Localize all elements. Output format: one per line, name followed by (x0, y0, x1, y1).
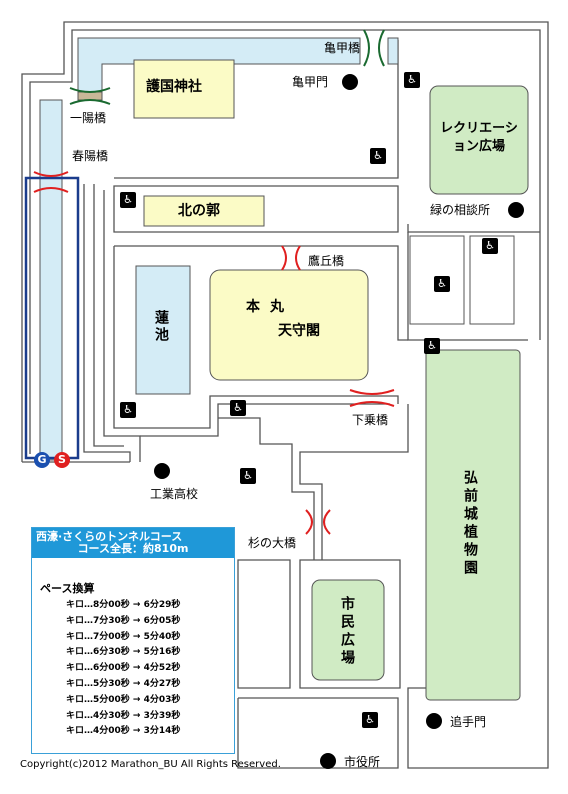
kita-no-kuruwa-area (143, 195, 265, 227)
kogyo-high-school-marker (154, 463, 170, 479)
copyright-text: Copyright(c)2012 Marathon_BU All Rights … (20, 759, 281, 770)
toilet-icon: ♿ (230, 400, 246, 416)
kita-no-kuruwa-label: 北の郭 (178, 203, 220, 219)
bridge-marks (33, 171, 395, 535)
shunyo-bridge-label: 春陽橋 (72, 149, 109, 163)
toilet-icon: ♿ (424, 338, 440, 354)
honmaru-area (209, 269, 369, 381)
gokoku-shrine-label: 護国神社 (146, 79, 202, 95)
course-info-panel: 西濠·さくらのトンネルコース コース全長：約810m ペース換算 キロ…8分00… (31, 527, 235, 754)
hasu-pond-label: 蓮池 (153, 310, 169, 344)
moat (39, 37, 399, 461)
ichiyo-bridge-label: 一陽橋 (70, 111, 107, 125)
pace-row: キロ…4分00秒 → 3分14秒 (66, 726, 181, 737)
sugi-no-ohashi-label: 杉の大橋 (248, 536, 297, 550)
course-length: コース全長：約810m (77, 542, 189, 555)
toilet-icon: ♿ (120, 192, 136, 208)
pace-row: キロ…5分00秒 → 4分03秒 (66, 694, 181, 705)
honmaru-label: 本丸 (246, 299, 294, 315)
pace-row: キロ…7分30秒 → 6分05秒 (66, 615, 181, 626)
takaoka-bridge-label: 鷹丘橋 (308, 254, 345, 268)
road-outlines (21, 21, 549, 769)
gejo-bridge-label: 下乗橋 (352, 413, 389, 427)
toilet-icon: ♿ (404, 72, 420, 88)
shimin-plaza-area (311, 579, 385, 681)
pace-row: キロ…6分00秒 → 4分52秒 (66, 663, 181, 674)
goal-marker: G (34, 452, 50, 468)
pace-row: キロ…5分30秒 → 4分27秒 (66, 678, 181, 689)
oute-gate-label: 追手門 (450, 715, 487, 729)
pace-header: ペース換算 (40, 582, 95, 595)
toilet-icon: ♿ (120, 402, 136, 418)
recreation-plaza-label: レクリエーション広場 (440, 121, 518, 154)
kamenoko-gate-marker (342, 74, 358, 90)
course-title: 西濠·さくらのトンネルコース (36, 530, 183, 543)
midori-sodansho-label: 緑の相談所 (430, 203, 491, 217)
recreation-plaza-area (429, 85, 529, 195)
city-hall-label: 市役所 (344, 755, 381, 769)
tenshukaku-label: 天守閣 (278, 323, 320, 339)
hasu-pond-area (135, 265, 191, 395)
course-line (24, 176, 80, 460)
oute-gate-marker (426, 713, 442, 729)
course-info-header: 西濠·さくらのトンネルコース コース全長：約810m (32, 528, 234, 558)
kamenoko-gate-label: 亀甲門 (292, 75, 329, 89)
botanical-garden-area (425, 349, 521, 701)
toilet-icon: ♿ (482, 238, 498, 254)
kamenoko-bridge-label: 亀甲橋 (324, 41, 361, 55)
toilet-icon: ♿ (240, 468, 256, 484)
gokoku-shrine-area (133, 59, 235, 119)
botanical-garden-label: 弘前城植物園 (462, 470, 478, 578)
green-bridge-marks (69, 29, 385, 105)
shimin-plaza-label: 市民広場 (339, 596, 355, 668)
pace-row: キロ…6分30秒 → 5分16秒 (66, 647, 181, 658)
pace-row: キロ…8分00秒 → 6分29秒 (66, 600, 181, 610)
start-marker: S (54, 452, 70, 468)
toilet-icon: ♿ (362, 712, 378, 728)
toilet-icon: ♿ (370, 148, 386, 164)
midori-sodansho-marker (508, 202, 524, 218)
kogyo-high-school-label: 工業高校 (150, 487, 199, 501)
pace-row: キロ…4分30秒 → 3分39秒 (66, 710, 181, 721)
city-hall-marker (320, 753, 336, 769)
pace-row: キロ…7分00秒 → 5分40秒 (66, 631, 181, 642)
toilet-icon: ♿ (434, 276, 450, 292)
